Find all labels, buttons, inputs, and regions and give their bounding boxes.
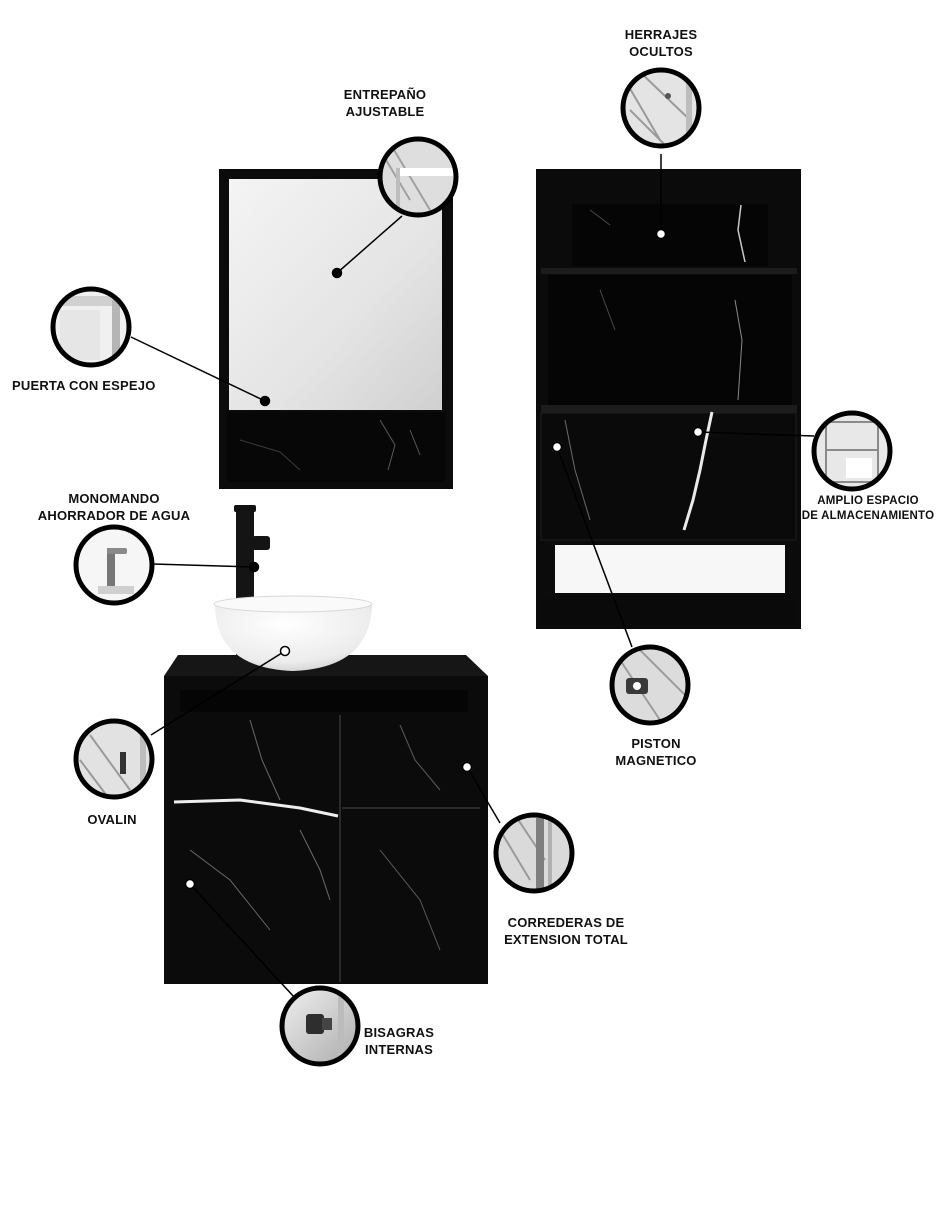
vessel-basin — [213, 595, 373, 671]
label-herrajes-line2: OCULTOS — [629, 44, 693, 59]
label-piston-magnetico: PISTON MAGNETICO — [596, 735, 716, 769]
open-lower-shelf — [555, 545, 785, 593]
label-correderas: CORREDERAS DE EXTENSION TOTAL — [496, 914, 636, 948]
label-herrajes-line1: HERRAJES — [624, 27, 698, 42]
label-monomando-line2: AHORRADOR DE AGUA — [37, 508, 191, 523]
label-bisagras-line1: BISAGRAS — [363, 1025, 435, 1040]
label-correderas-line1: CORREDERAS DE — [507, 915, 625, 930]
mirror-door — [229, 179, 442, 410]
label-herrajes-ocultos: HERRAJES OCULTOS — [601, 26, 721, 60]
label-piston-line1: PISTON — [631, 736, 681, 751]
label-entrepano-line1: ENTREPAÑO — [343, 87, 427, 102]
label-amplio-line2: DE ALMACENAMIENTO — [801, 510, 935, 522]
callout-lines — [130, 154, 815, 999]
label-ovalin: OVALIN — [72, 811, 152, 828]
vanity-cabinet — [164, 655, 488, 984]
label-amplio-line1: AMPLIO ESPACIO — [817, 495, 919, 507]
full-extension-slides-detail-icon — [493, 812, 575, 894]
label-monomando: MONOMANDO AHORRADOR DE AGUA — [34, 490, 194, 524]
label-bisagras-internas: BISAGRAS INTERNAS — [344, 1024, 454, 1058]
label-entrepano-ajustable: ENTREPAÑO AJUSTABLE — [325, 86, 445, 120]
mirror-door-detail-icon — [50, 286, 132, 368]
label-entrepano-line2: AJUSTABLE — [345, 104, 425, 119]
faucet-detail-icon — [73, 524, 155, 606]
tall-storage-cabinet — [536, 169, 801, 629]
internal-hinges-detail-icon — [279, 985, 361, 1067]
mirror-cabinet — [219, 169, 453, 489]
callout-dots — [184, 228, 704, 890]
label-monomando-line1: MONOMANDO — [68, 491, 160, 506]
label-ovalin-line1: OVALIN — [87, 812, 137, 827]
adjustable-shelf-detail-icon — [377, 136, 459, 218]
storage-space-detail-icon — [811, 410, 893, 492]
magnetic-piston-detail-icon — [609, 644, 691, 726]
label-correderas-line2: EXTENSION TOTAL — [504, 932, 628, 947]
label-puerta-con-espejo: PUERTA CON ESPEJO — [12, 377, 182, 394]
basin-detail-icon — [73, 718, 155, 800]
label-puerta-line1: PUERTA CON ESPEJO — [12, 378, 156, 393]
label-amplio-espacio: AMPLIO ESPACIO DE ALMACENAMIENTO — [800, 494, 936, 524]
label-piston-line2: MAGNETICO — [615, 753, 697, 768]
hidden-hardware-detail-icon — [620, 67, 702, 149]
label-bisagras-line2: INTERNAS — [364, 1042, 434, 1057]
